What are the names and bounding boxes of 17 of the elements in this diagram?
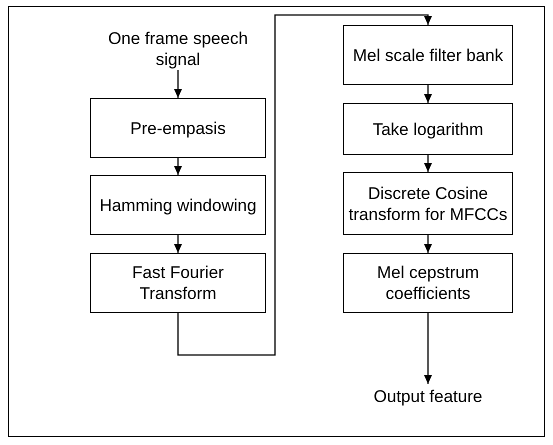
process-box: Mel cepstrum coefficients [343, 253, 513, 313]
arrow [424, 235, 432, 253]
arrow [174, 235, 182, 253]
process-box: Fast Fourier Transform [90, 253, 266, 313]
arrow [424, 155, 432, 172]
process-box: Pre-empasis [90, 98, 266, 158]
text-label: One frame speech signal [93, 28, 263, 70]
process-box: Mel scale filter bank [343, 25, 513, 85]
process-box: Discrete Cosine transform for MFCCs [343, 172, 513, 235]
arrow [424, 85, 432, 103]
process-box: Hamming windowing [90, 175, 266, 235]
arrow [424, 313, 432, 384]
arrow [174, 70, 182, 98]
arrow [177, 14, 432, 356]
process-box: Take logarithm [343, 103, 513, 155]
arrow [174, 158, 182, 175]
text-label: Output feature [348, 384, 508, 408]
